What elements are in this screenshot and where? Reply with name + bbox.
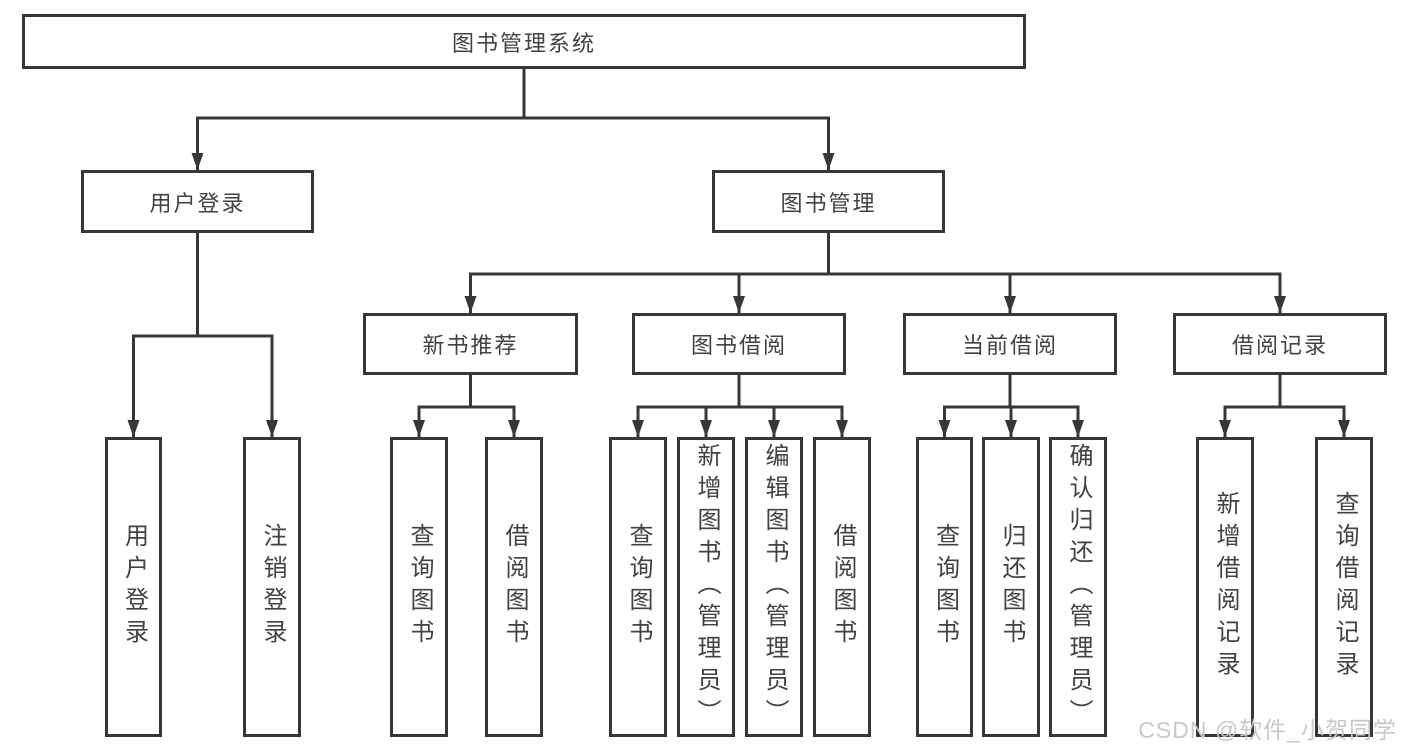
leaf-newrec-query-book: 查询图书 <box>390 437 448 737</box>
node-book-borrowing: 图书借阅 <box>632 313 846 375</box>
node-user-login-branch: 用户登录 <box>81 170 314 233</box>
leaf-newrec-borrow-book: 借阅图书 <box>485 437 543 737</box>
tree-branch-lines <box>132 67 1346 439</box>
node-borrow-records: 借阅记录 <box>1173 313 1387 375</box>
leaf-record-query-borrow-record: 查询借阅记录 <box>1315 437 1373 737</box>
leaf-borrow-add-book-admin: 新增图书（管理员） <box>677 437 735 737</box>
leaf-borrow-borrow-book: 借阅图书 <box>813 437 871 737</box>
leaf-borrow-edit-book-admin: 编辑图书（管理员） <box>745 437 803 737</box>
node-current-borrowing: 当前借阅 <box>903 313 1117 375</box>
node-new-book-recommend: 新书推荐 <box>363 313 578 375</box>
leaf-borrow-query-book: 查询图书 <box>609 437 667 737</box>
leaf-current-return-book: 归还图书 <box>982 437 1040 737</box>
node-library-management-system: 图书管理系统 <box>22 14 1026 69</box>
leaf-current-query-book: 查询图书 <box>916 437 973 737</box>
leaf-logout: 注销登录 <box>243 437 301 737</box>
leaf-user-login: 用户登录 <box>105 437 162 737</box>
leaf-record-add-borrow-record: 新增借阅记录 <box>1196 437 1254 737</box>
node-book-management-branch: 图书管理 <box>712 170 945 233</box>
csdn-watermark: CSDN @软件_小贺同学 <box>1138 717 1397 743</box>
leaf-current-confirm-return-admin: 确认归还（管理员） <box>1049 437 1107 737</box>
